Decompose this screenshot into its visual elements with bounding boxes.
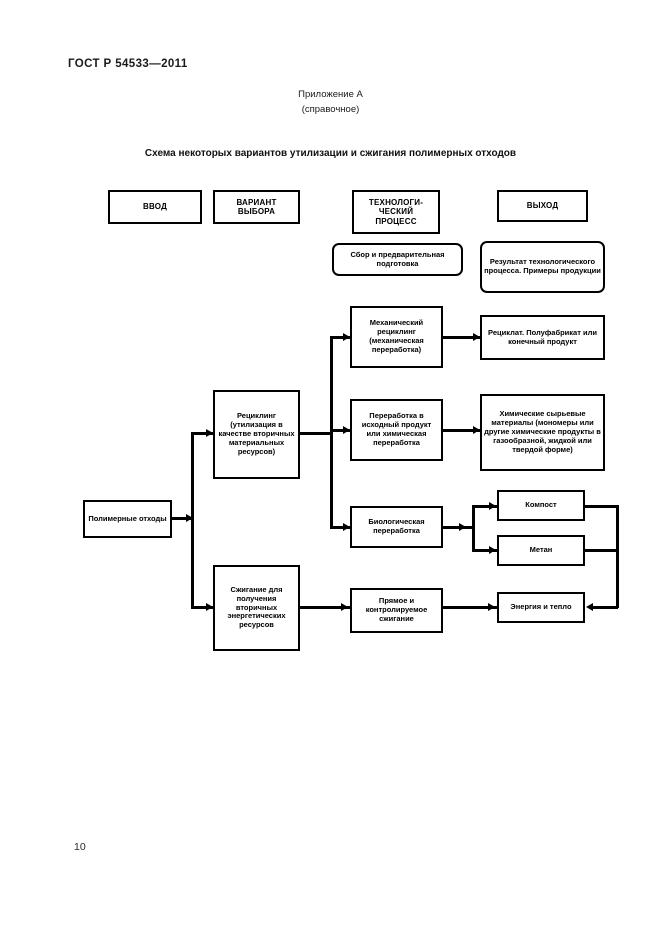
- arrowhead-bus3-to-methane: [489, 546, 496, 554]
- connector-biological-to-bus3: [443, 526, 474, 529]
- connector-bus2-to-mechanical: [330, 336, 352, 339]
- arrowhead-bus-to-recycling: [206, 429, 213, 437]
- legend-box-choice: ВАРИАНТ ВЫБОРА: [213, 190, 300, 224]
- legend-output-label: ВЫХОД: [526, 201, 559, 211]
- connector-bus3-to-compost: [472, 505, 499, 508]
- legend-process-label-1: ТЕХНОЛОГИ-: [368, 197, 424, 207]
- legend-process-label-2: ЧЕСКИЙ: [378, 207, 414, 217]
- node-biological-processing: Биологическая переработка: [350, 506, 443, 548]
- node-methane: Метан: [497, 535, 585, 566]
- standard-header: ГОСТ Р 54533—2011: [68, 58, 188, 70]
- arrowhead-bus2-to-feedstock: [343, 426, 350, 434]
- annex-label: Приложение А: [298, 89, 363, 100]
- node-direct-combustion-label: Прямое и контролируемое сжигание: [365, 596, 428, 623]
- node-direct-combustion: Прямое и контролируемое сжигание: [350, 588, 443, 633]
- legend-input-label: ВВОД: [143, 202, 167, 212]
- legend-box-output: ВЫХОД: [497, 190, 588, 222]
- node-compost: Компост: [497, 490, 585, 521]
- connector-waste-to-bus: [172, 517, 194, 520]
- arrowhead-combustion-to-energy: [488, 603, 495, 611]
- node-chemical-materials-label: Химические сырьевые материалы (мономеры …: [484, 409, 601, 454]
- node-polymer-waste-label: Полимерные отходы: [88, 513, 167, 523]
- arrowhead-bus2-to-mechanical: [343, 333, 350, 341]
- connector-mechanical-to-recyclate: [443, 336, 482, 339]
- arrowhead-waste-to-bus: [186, 514, 193, 522]
- connector-bus2-to-biological: [330, 526, 352, 529]
- connector-bus2-to-feedstock: [330, 429, 352, 432]
- legend-choice-label-2: ВЫБОРА: [237, 207, 276, 216]
- connector-incineration-to-combustion: [300, 606, 350, 609]
- node-recyclate: Рециклат. Полуфабрикат или конечный прод…: [480, 315, 605, 360]
- legend-choice-label-1: ВАРИАНТ: [236, 197, 277, 207]
- connector-bus3-to-methane: [472, 549, 499, 552]
- arrowhead-bus3-to-compost: [489, 502, 496, 510]
- connector-bus3-vertical: [472, 505, 475, 551]
- node-biological-processing-label: Биологическая переработка: [368, 517, 425, 535]
- connector-bus-to-incineration: [191, 606, 215, 609]
- legend-process-label-3: ПРОЦЕСС: [375, 216, 417, 226]
- node-incineration: Сжигание для получения вторичных энергет…: [213, 565, 300, 651]
- node-incineration-label: Сжигание для получения вторичных энергет…: [227, 584, 286, 630]
- connector-bus2-vertical: [330, 336, 333, 528]
- node-energy-heat: Энергия и тепло: [497, 592, 585, 623]
- arrowhead-return-bus-to-energy: [586, 603, 593, 611]
- arrowhead-biological-to-bus3: [459, 523, 466, 531]
- arrowhead-bus2-to-biological: [343, 523, 350, 531]
- arrowhead-incineration-to-combustion: [341, 603, 348, 611]
- figure-title: Схема некоторых вариантов утилизации и с…: [144, 148, 517, 159]
- page-number: 10: [74, 841, 86, 853]
- legend-box-result: Результат технологического процесса. При…: [480, 241, 605, 293]
- node-mechanical-recycling-label: Механический рециклинг (механическая пер…: [369, 318, 424, 354]
- annex-kind: (справочное): [301, 104, 360, 115]
- legend-box-input: ВВОД: [108, 190, 202, 224]
- node-polymer-waste: Полимерные отходы: [83, 500, 172, 538]
- node-feedstock-recycling: Переработка в исходный продукт или химич…: [350, 399, 443, 461]
- connector-return-bus-to-energy: [592, 606, 618, 609]
- arrowhead-mechanical-to-recyclate: [473, 333, 480, 341]
- connector-bus-to-recycling: [191, 432, 215, 435]
- connector-feedstock-to-chemical: [443, 429, 482, 432]
- node-recycling: Рециклинг (утилизация в качестве вторичн…: [213, 390, 300, 479]
- node-mechanical-recycling: Механический рециклинг (механическая пер…: [350, 306, 443, 368]
- connector-compost-to-return-bus: [585, 505, 619, 508]
- node-recycling-label: Рециклинг (утилизация в качестве вторичн…: [218, 411, 295, 456]
- node-compost-label: Компост: [525, 500, 557, 510]
- node-energy-heat-label: Энергия и тепло: [510, 602, 572, 612]
- arrowhead-feedstock-to-chemical: [473, 426, 480, 434]
- node-recyclate-label: Рециклат. Полуфабрикат или конечный прод…: [488, 327, 597, 346]
- connector-recycling-to-bus2: [300, 432, 332, 435]
- connector-methane-to-return-bus: [585, 549, 619, 552]
- connector-combustion-to-energy: [443, 606, 497, 609]
- legend-box-process: ТЕХНОЛОГИ- ЧЕСКИЙ ПРОЦЕСС: [352, 190, 440, 234]
- legend-collection-label: Сбор и предварительная подготовка: [350, 249, 445, 268]
- connector-return-bus-vertical: [616, 505, 619, 608]
- node-feedstock-recycling-label: Переработка в исходный продукт или химич…: [361, 411, 432, 447]
- node-chemical-materials: Химические сырьевые материалы (мономеры …: [480, 394, 605, 471]
- node-methane-label: Метан: [529, 545, 553, 555]
- legend-box-collection: Сбор и предварительная подготовка: [332, 243, 463, 276]
- legend-result-label: Результат технологического процесса. При…: [484, 257, 601, 275]
- arrowhead-bus-to-incineration: [206, 603, 213, 611]
